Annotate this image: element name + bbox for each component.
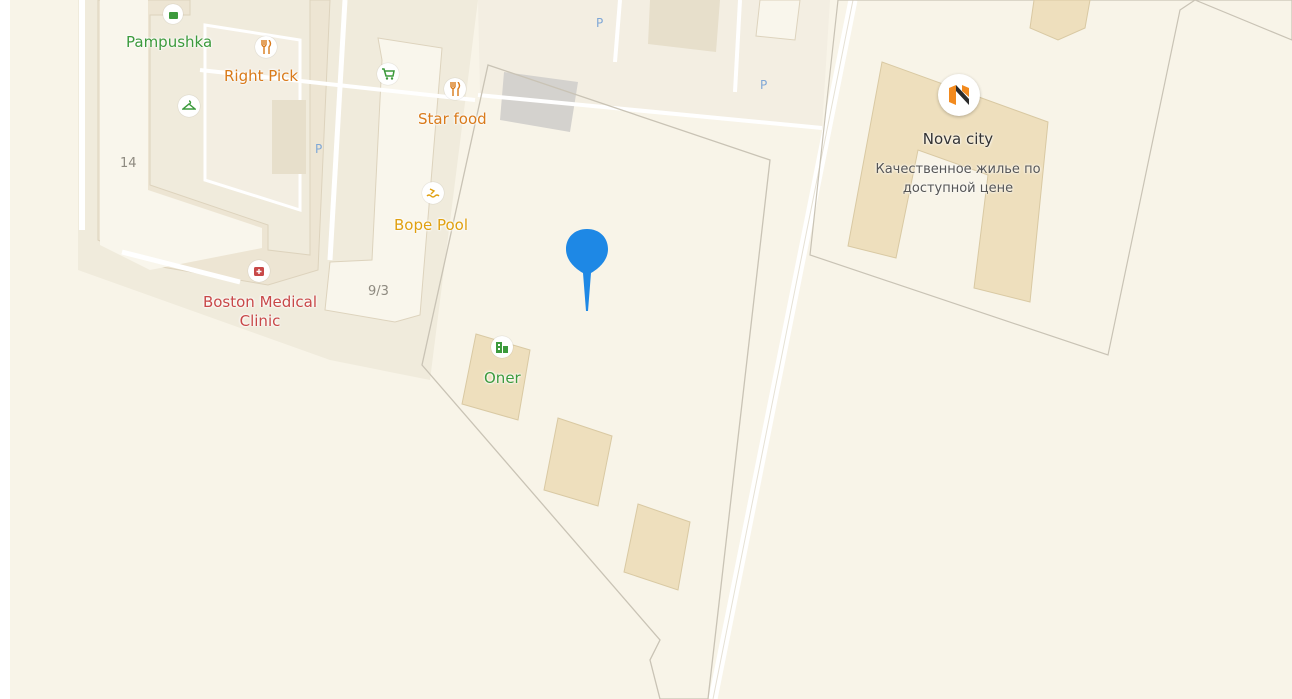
poi-label-oner[interactable]: Oner bbox=[484, 369, 521, 387]
poi-label-right-pick[interactable]: Right Pick bbox=[224, 67, 299, 85]
nova-city-building bbox=[847, 61, 1049, 303]
poi-label-bope-pool[interactable]: Bope Pool bbox=[394, 216, 469, 234]
road-mid bbox=[327, 0, 348, 261]
square-building-2 bbox=[623, 503, 691, 591]
hanger-icon[interactable] bbox=[178, 95, 200, 117]
square-building-1 bbox=[543, 417, 613, 507]
poi-label-boston-medical-clinic[interactable]: Boston Medical Clinic bbox=[202, 293, 318, 330]
road-top-b bbox=[733, 0, 742, 93]
parking-label: P bbox=[760, 78, 768, 92]
poi-label-pampushka[interactable]: Pampushka bbox=[126, 33, 213, 51]
map-edge bbox=[0, 0, 10, 699]
top-building-1 bbox=[648, 0, 720, 52]
small-building bbox=[272, 100, 306, 174]
road-cross bbox=[199, 68, 476, 102]
house-number: 9/3 bbox=[368, 284, 389, 299]
top-right-building bbox=[1029, 0, 1091, 41]
main-road-line bbox=[712, 0, 854, 699]
building-wing-light bbox=[100, 0, 262, 270]
central-plot bbox=[421, 64, 771, 699]
building-9-3 bbox=[324, 37, 443, 323]
nova-city-subtitle-line2: доступной цене bbox=[902, 181, 1014, 196]
nova-city-subtitle-line1: Качественное жилье по bbox=[875, 162, 1041, 177]
house-number: 14 bbox=[120, 156, 137, 171]
parking-label: P bbox=[596, 16, 604, 30]
fork-knife-icon[interactable] bbox=[255, 36, 277, 58]
medical-icon[interactable] bbox=[248, 260, 270, 282]
swimming-icon[interactable] bbox=[422, 182, 444, 204]
building-icon[interactable] bbox=[491, 336, 513, 358]
poi-label-nova-city[interactable]: Nova city bbox=[922, 130, 994, 148]
nova-city-subtitle: Качественное жилье по доступной цене bbox=[848, 160, 1068, 198]
location-pin-icon[interactable] bbox=[564, 227, 610, 317]
nova-city-logo-icon[interactable] bbox=[938, 74, 980, 116]
road-top-a bbox=[613, 0, 622, 63]
road-sw bbox=[121, 249, 241, 285]
road-top-edge bbox=[477, 93, 823, 130]
right-plot bbox=[809, 0, 1292, 356]
fork-knife-icon[interactable] bbox=[444, 78, 466, 100]
top-building-2 bbox=[755, 0, 801, 41]
poi-label-star-food[interactable]: Star food bbox=[418, 110, 487, 128]
shopping-bag-icon[interactable] bbox=[163, 4, 183, 24]
parking-label: P bbox=[315, 142, 323, 156]
cart-icon[interactable] bbox=[377, 63, 399, 85]
